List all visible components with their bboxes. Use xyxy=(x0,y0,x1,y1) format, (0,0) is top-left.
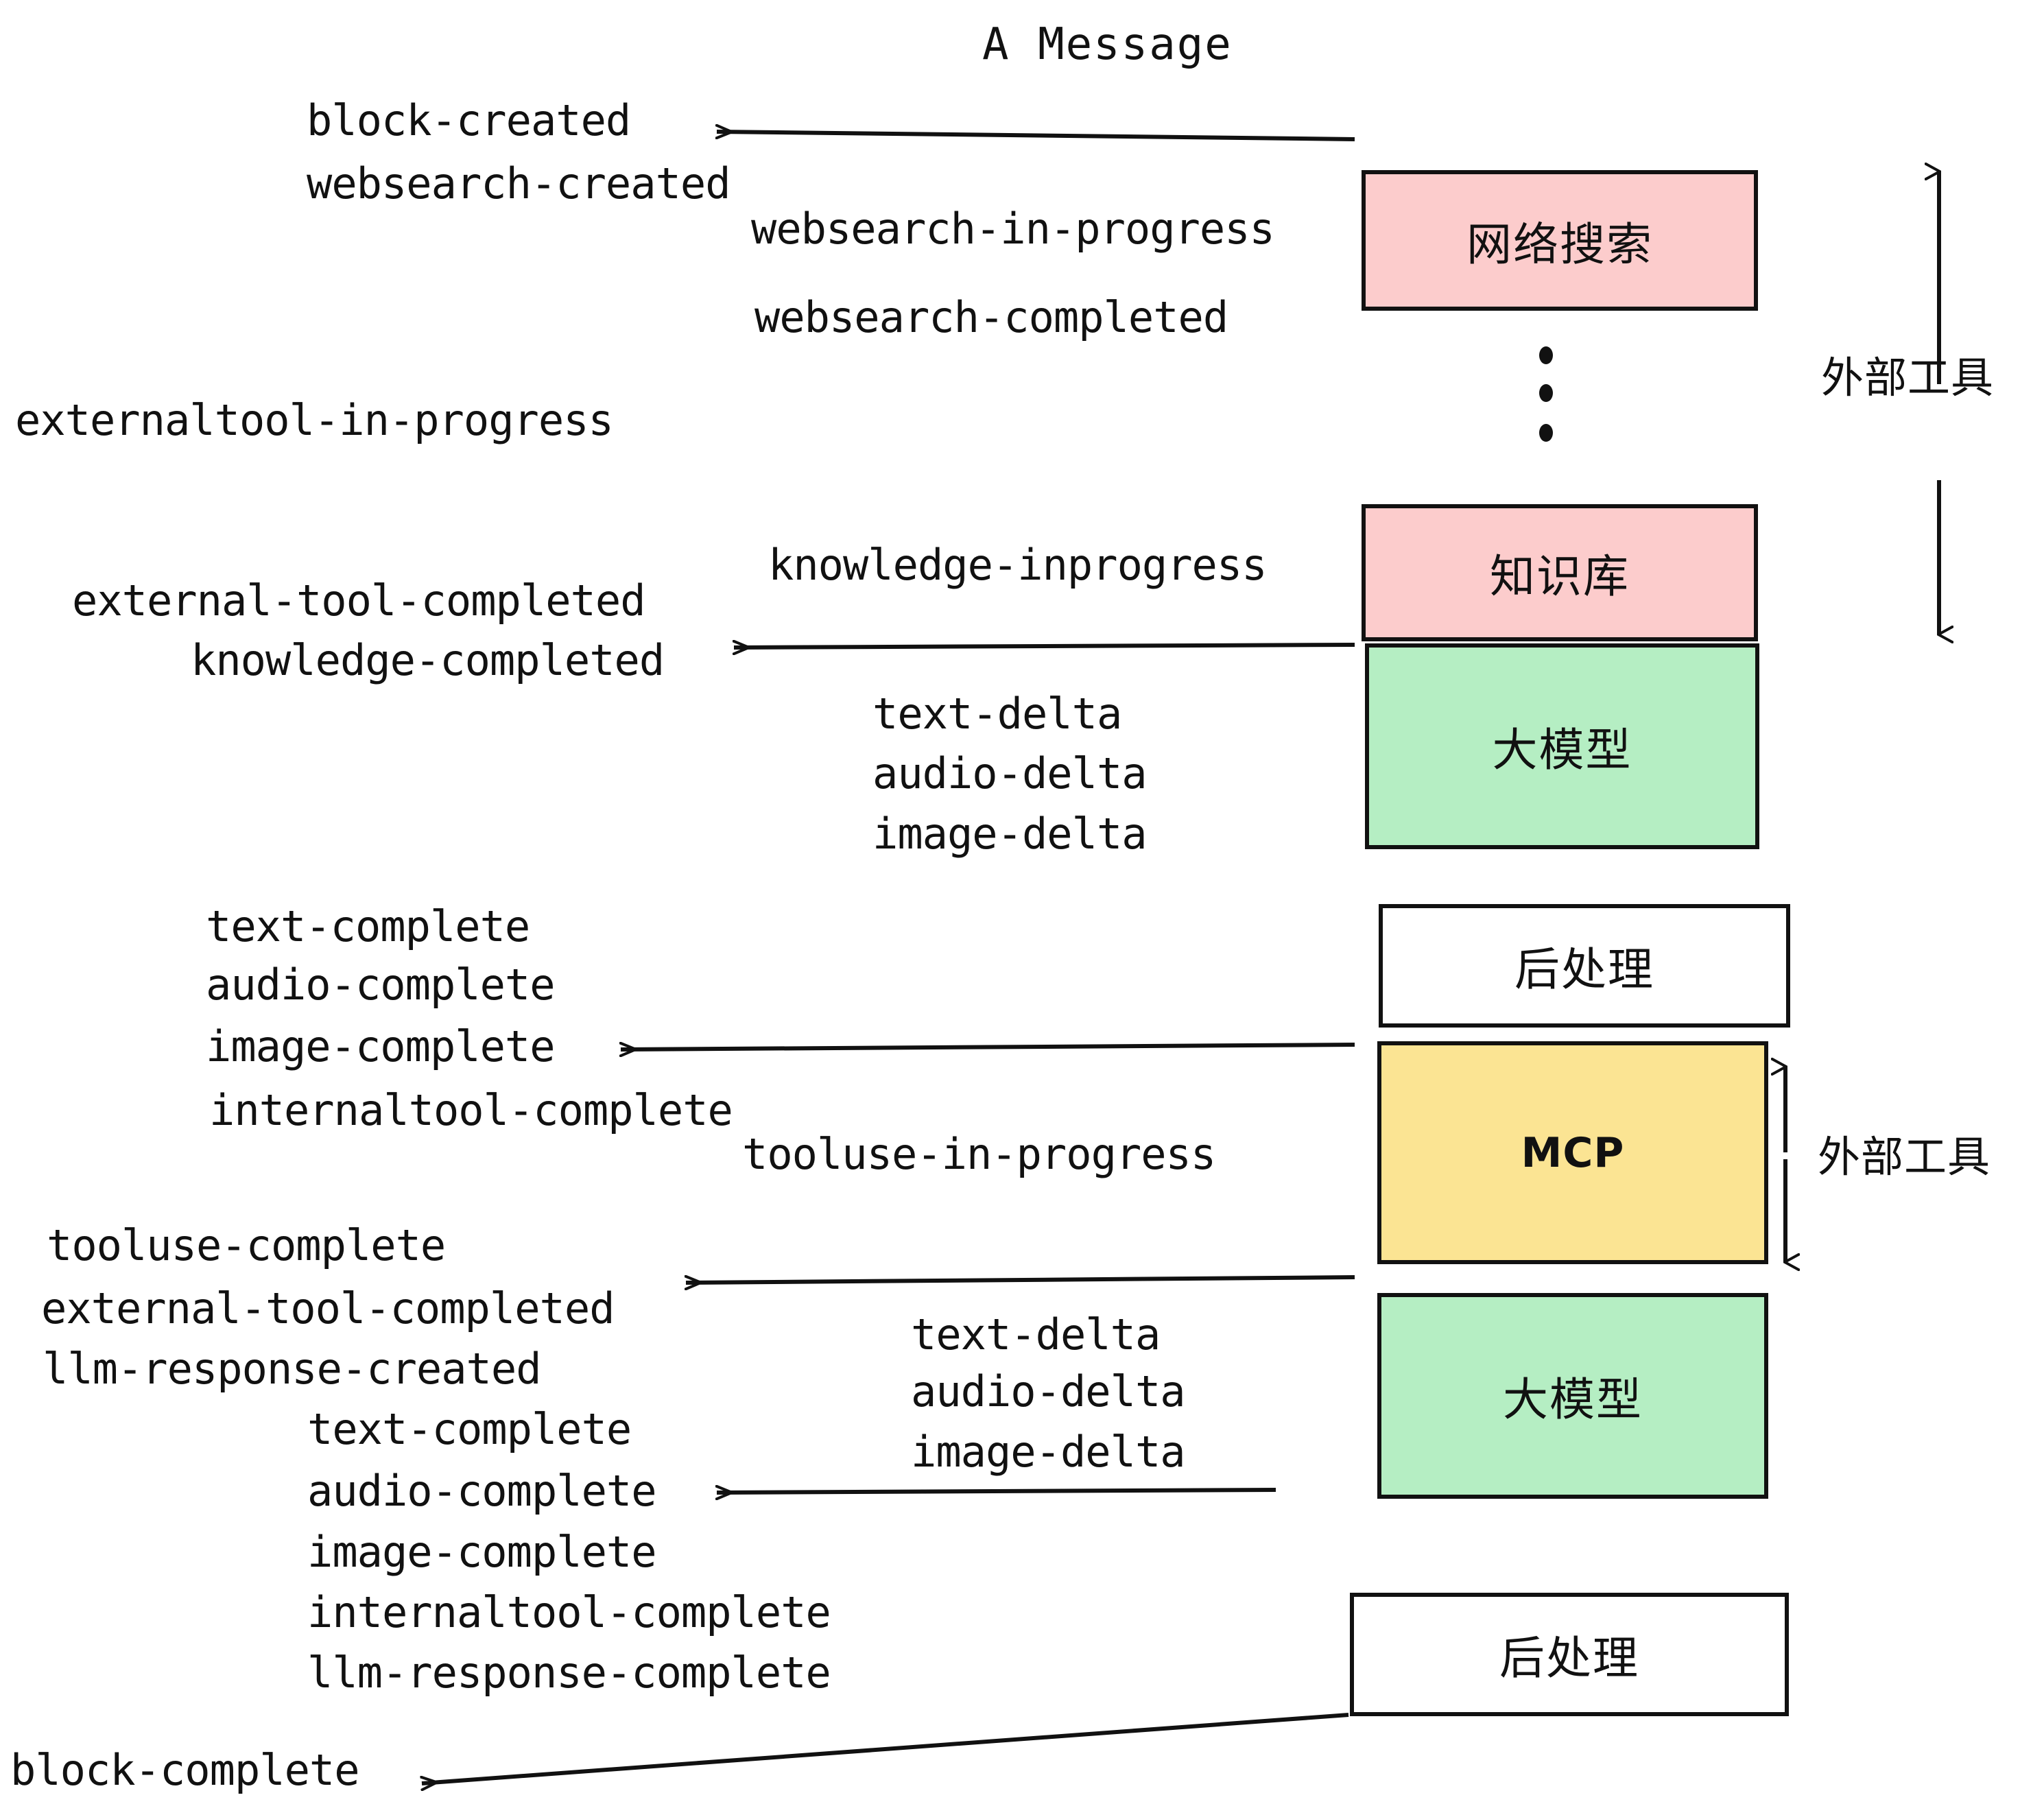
node-llm-1-label: 大模型 xyxy=(1492,724,1632,776)
group-label-external-tools-bottom: 外部工具 xyxy=(1818,1132,1991,1182)
arrow-postprocess-to-image-complete xyxy=(621,1045,1355,1049)
event-websearch-created: websearch-created xyxy=(307,158,731,209)
node-mcp-label: MCP xyxy=(1521,1128,1625,1177)
event-tooluse-complete: tooluse-complete xyxy=(47,1220,446,1270)
node-llm-1: 大模型 xyxy=(1365,643,1759,849)
event-tooluse-in-progress: tooluse-in-progress xyxy=(742,1129,1216,1179)
node-knowledge-label: 知识库 xyxy=(1490,550,1630,603)
node-llm-2: 大模型 xyxy=(1377,1293,1768,1499)
arrow-websearch-to-block-created xyxy=(717,132,1355,141)
node-knowledge: 知识库 xyxy=(1362,504,1758,641)
event-knowledge-completed: knowledge-completed xyxy=(191,635,665,685)
arrow-llm2-to-audio-complete xyxy=(717,1490,1276,1493)
event-image-complete-1: image-complete xyxy=(206,1021,556,1071)
event-llm-response-complete: llm-response-complete xyxy=(307,1648,831,1698)
event-block-complete: block-complete xyxy=(10,1745,360,1795)
node-websearch: 网络搜索 xyxy=(1362,170,1758,311)
node-mcp: MCP xyxy=(1377,1041,1768,1264)
event-internaltool-complete-1: internaltool-complete xyxy=(209,1085,733,1135)
node-websearch-label: 网络搜索 xyxy=(1466,217,1653,271)
event-text-delta-1: text-delta xyxy=(872,689,1122,739)
event-audio-delta-1: audio-delta xyxy=(872,748,1148,798)
event-internaltool-complete-2: internaltool-complete xyxy=(307,1587,831,1637)
node-postprocess-1-label: 后处理 xyxy=(1514,943,1654,996)
diagram-title: A Message xyxy=(982,19,1233,70)
ellipsis-dot-2 xyxy=(1539,384,1553,402)
node-postprocess-2-label: 后处理 xyxy=(1499,1632,1639,1685)
event-external-tool-completed-1: external-tool-completed xyxy=(72,575,646,626)
node-llm-2-label: 大模型 xyxy=(1503,1373,1643,1426)
event-image-delta-1: image-delta xyxy=(872,809,1148,859)
event-image-complete-2: image-complete xyxy=(307,1527,657,1577)
event-block-created: block-created xyxy=(307,95,631,145)
event-text-delta-2: text-delta xyxy=(911,1309,1161,1360)
event-text-complete-2: text-complete xyxy=(307,1404,632,1454)
event-audio-delta-2: audio-delta xyxy=(911,1366,1186,1416)
event-audio-complete-2: audio-complete xyxy=(307,1466,657,1516)
node-postprocess-2: 后处理 xyxy=(1350,1593,1789,1716)
event-image-delta-2: image-delta xyxy=(911,1427,1186,1477)
event-external-tool-completed-2: external-tool-completed xyxy=(41,1283,615,1333)
event-knowledge-inprogress: knowledge-inprogress xyxy=(768,540,1268,590)
event-llm-response-created: llm-response-created xyxy=(43,1344,542,1394)
arrow-postprocess2-to-block-complete xyxy=(422,1713,1349,1783)
node-postprocess-1: 后处理 xyxy=(1379,904,1790,1028)
group-label-external-tools-top: 外部工具 xyxy=(1821,353,1995,403)
event-websearch-completed: websearch-completed xyxy=(754,292,1228,342)
event-text-complete-1: text-complete xyxy=(206,901,530,951)
ellipsis-dot-1 xyxy=(1539,346,1553,364)
arrow-mcp-to-tooluse-complete xyxy=(686,1277,1355,1283)
event-externaltool-in-progress: externaltool-in-progress xyxy=(15,395,614,445)
event-websearch-in-progress: websearch-in-progress xyxy=(751,204,1275,254)
ellipsis-dot-3 xyxy=(1539,424,1553,442)
arrow-knowledge-to-completed xyxy=(734,645,1355,648)
event-audio-complete-1: audio-complete xyxy=(206,960,556,1010)
